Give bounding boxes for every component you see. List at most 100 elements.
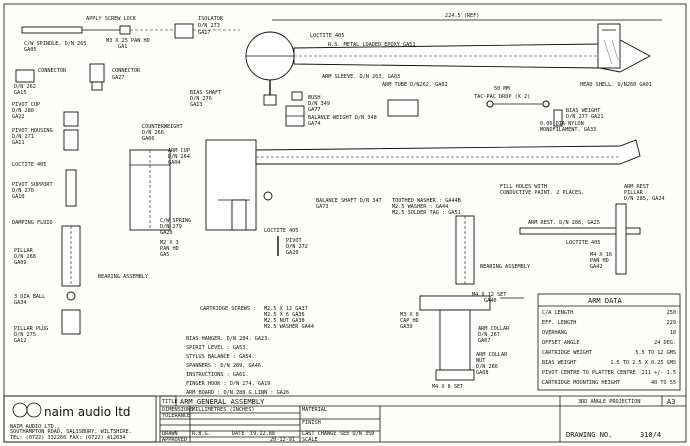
drawing-no-label: DRAWING NO. (566, 431, 612, 439)
tb-row-1: TOLERANCE (162, 413, 190, 419)
material-label: MATERIAL (302, 407, 327, 413)
arm-collar-ga: GA07 (478, 338, 491, 344)
spirit-level-label: SPIRIT LEVEL : GA53. (186, 345, 248, 351)
arm-rest-pillar-dn: D/N 285, GA24 (624, 196, 665, 202)
counterweight-ga: GA06 (142, 136, 155, 142)
nylon-label: 0.06 DIA NYLON (540, 121, 584, 127)
apply-screw-lock-label: APPLY SCREW LOCK (86, 16, 137, 22)
pivot-housing-ga: GA11 (12, 140, 25, 146)
loctite-mid-label: LOCTITE 405 (264, 228, 298, 234)
bias-shaft-label: BIAS SHAFT (190, 90, 221, 96)
m4-set-bottom-label: M4 X 6 SET (432, 384, 463, 390)
arm-data-title: ARM DATA (588, 297, 623, 305)
arm-collar-nut-label-2: NUT (476, 358, 485, 364)
drawn-by: R.B.G. (192, 431, 211, 437)
pillar-plug-dn: D/N 275 (14, 332, 36, 338)
nylon-label-2: MONOFILAMENT. GA33 (540, 127, 596, 133)
bias-weight-part (387, 99, 563, 127)
bias-hanger-label: BIAS HANGER. D/N 284. GA23. (186, 336, 270, 342)
m2-solder-tag-label: M2.5 SOLDER TAG : GA51 (392, 210, 461, 216)
cartridge-screw-2: M2.5 X 6 GA36 (264, 312, 305, 318)
cartridge-screw-3: M2.5 NUT GA38 (264, 318, 305, 324)
finish-label: FINISH (302, 420, 321, 426)
scale-label: SCALE (302, 437, 318, 443)
balance-weight-ga: GA74 (308, 121, 321, 127)
arm-data-label: C/A LENGTH (542, 310, 573, 316)
bias-weight-label: BIAS WEIGHT (566, 108, 600, 114)
company-address: SOUTHAMPTON ROAD, SALISBURY, WILTSHIRE. (10, 429, 132, 435)
last-change-label: LAST CHANGE (302, 431, 336, 437)
dim-50-label: 50 MM (494, 86, 510, 92)
cw-spring-dn: D/N 279 (160, 224, 182, 230)
pillar-ga: GA09 (14, 260, 27, 266)
connector-2-label: CONNECTOR (112, 68, 141, 74)
pivot-support-dn: D/N 270 (12, 188, 34, 194)
sheet-size: A3 (667, 398, 675, 406)
pillar-dn: D/N 268 (14, 254, 36, 260)
arm-collar-nut-label: ARM COLLAR (476, 352, 508, 358)
arm-cup-dn: D/N 264 (168, 154, 190, 160)
arm-board-label: ARM BOARD : D/N 288 G.LINN : GA26 (186, 390, 289, 396)
instructions-label: INSTRUCTIONS : GA61. (186, 372, 248, 378)
bush-dn: D/N 349 (308, 101, 330, 107)
spanners-label: SPANNERS : D/N 289. GA46. (186, 363, 264, 369)
cartridge-screw-1: M2.5 X 12 GA37 (264, 306, 308, 312)
arm-tube-label: ARM TUBE D/N262. GA02 (382, 82, 448, 88)
m4-set-label: M4 X 12 SET (472, 292, 506, 298)
arm-data-label: BIAS WEIGHT (542, 360, 576, 366)
arm-cup-label: ARM CUP (168, 148, 190, 154)
ref-dimension-label: 224.5 (REF) (445, 13, 479, 19)
arm-collar-dn: D/N 267 (478, 332, 500, 338)
counterweight-dn: D/N 266 (142, 130, 164, 136)
arm-collar-part (419, 295, 524, 381)
damping-fluid-label: DAMPING FLUID (12, 220, 53, 226)
bush-ga: GA77 (308, 107, 321, 113)
fill-holes-label-2: CONDUCTIVE PAINT. 2 PLACES. (500, 190, 584, 196)
arm-collar-nut-dn: D/N 266 (476, 364, 498, 370)
company-name: NAIM AUDIO LTD., (10, 424, 60, 430)
pivot-housing-label: PIVOT HOUSING (12, 128, 53, 134)
arm-data-value: 40 TO 55 (651, 380, 676, 386)
arm-data-label: EFF. LENGTH (542, 320, 576, 326)
arm-data-value: 1.5 TO 2.5 X 0.25 GMS (610, 360, 676, 366)
tb-row-6: APPROVED (162, 437, 187, 443)
pillar-label: PILLAR (14, 248, 34, 254)
arm-data-value: 211 +/- 1.5 (642, 370, 676, 376)
m4-pan-label-2: PAN HD (590, 258, 609, 264)
bush-and-weight (285, 91, 305, 127)
cw-spring-label: C/W SPRING (160, 218, 191, 224)
cartridge-screw-4: M2.5 WASHER GA44 (264, 324, 314, 330)
balance-shaft-label: BALANCE SHAFT D/N 347 (316, 198, 382, 204)
balance-weight-label: BALANCE WEIGHT D/N 348 (308, 115, 377, 121)
dimensions-value: MILLIMETRES (INCHES) (192, 407, 254, 413)
arm-data-value: 250 (667, 310, 676, 316)
pivot-housing-part (63, 111, 79, 151)
pivot-housing-dn: D/N 271 (12, 134, 34, 140)
m3-pan-hd-ga: GA1 (118, 44, 127, 50)
drawing-no: 310/4 (640, 431, 661, 439)
loctite-right-label: LOCTITE 405 (566, 240, 600, 246)
arm-rest-label: ARM REST. D/N 286, GA25 (528, 220, 600, 226)
arm-sleeve-label: ARM SLEEVE. D/N 263, GA03 (322, 74, 400, 80)
pivot-cup-ga: GA22 (12, 114, 25, 120)
pivot-mid-ga: GA20 (286, 250, 299, 256)
head-shell-label: HEAD SHELL. D/N260 GA01 (580, 82, 652, 88)
isolator-dn: D/N 273 (198, 23, 220, 29)
bearing-assembly-part (455, 215, 475, 285)
m4-set-ga: GA40 (484, 298, 497, 304)
loctite-left-label: LOCTITE 405 (12, 162, 46, 168)
arm-collar-label: ARM COLLAR (478, 326, 510, 332)
m2-washer-label: M2.5 WASHER : GA44 (392, 204, 448, 210)
company-phone: TEL: (0722) 332266 FAX: (0722) 412034 (10, 435, 126, 441)
spindle-label: C/W SPINDLE, D/N 265 (24, 41, 86, 47)
arm-data-value: 5.5 TO 12 GMS (635, 350, 676, 356)
title-block (3, 395, 686, 443)
spindle-assembly (21, 23, 240, 39)
isolator-label: ISOLATOR (198, 16, 224, 22)
isolator-ga: GA17 (198, 30, 211, 36)
arm-tube (245, 23, 651, 106)
connector-1-label: CONNECTOR (38, 68, 67, 74)
connector-2-ga: GA27 (112, 75, 125, 81)
